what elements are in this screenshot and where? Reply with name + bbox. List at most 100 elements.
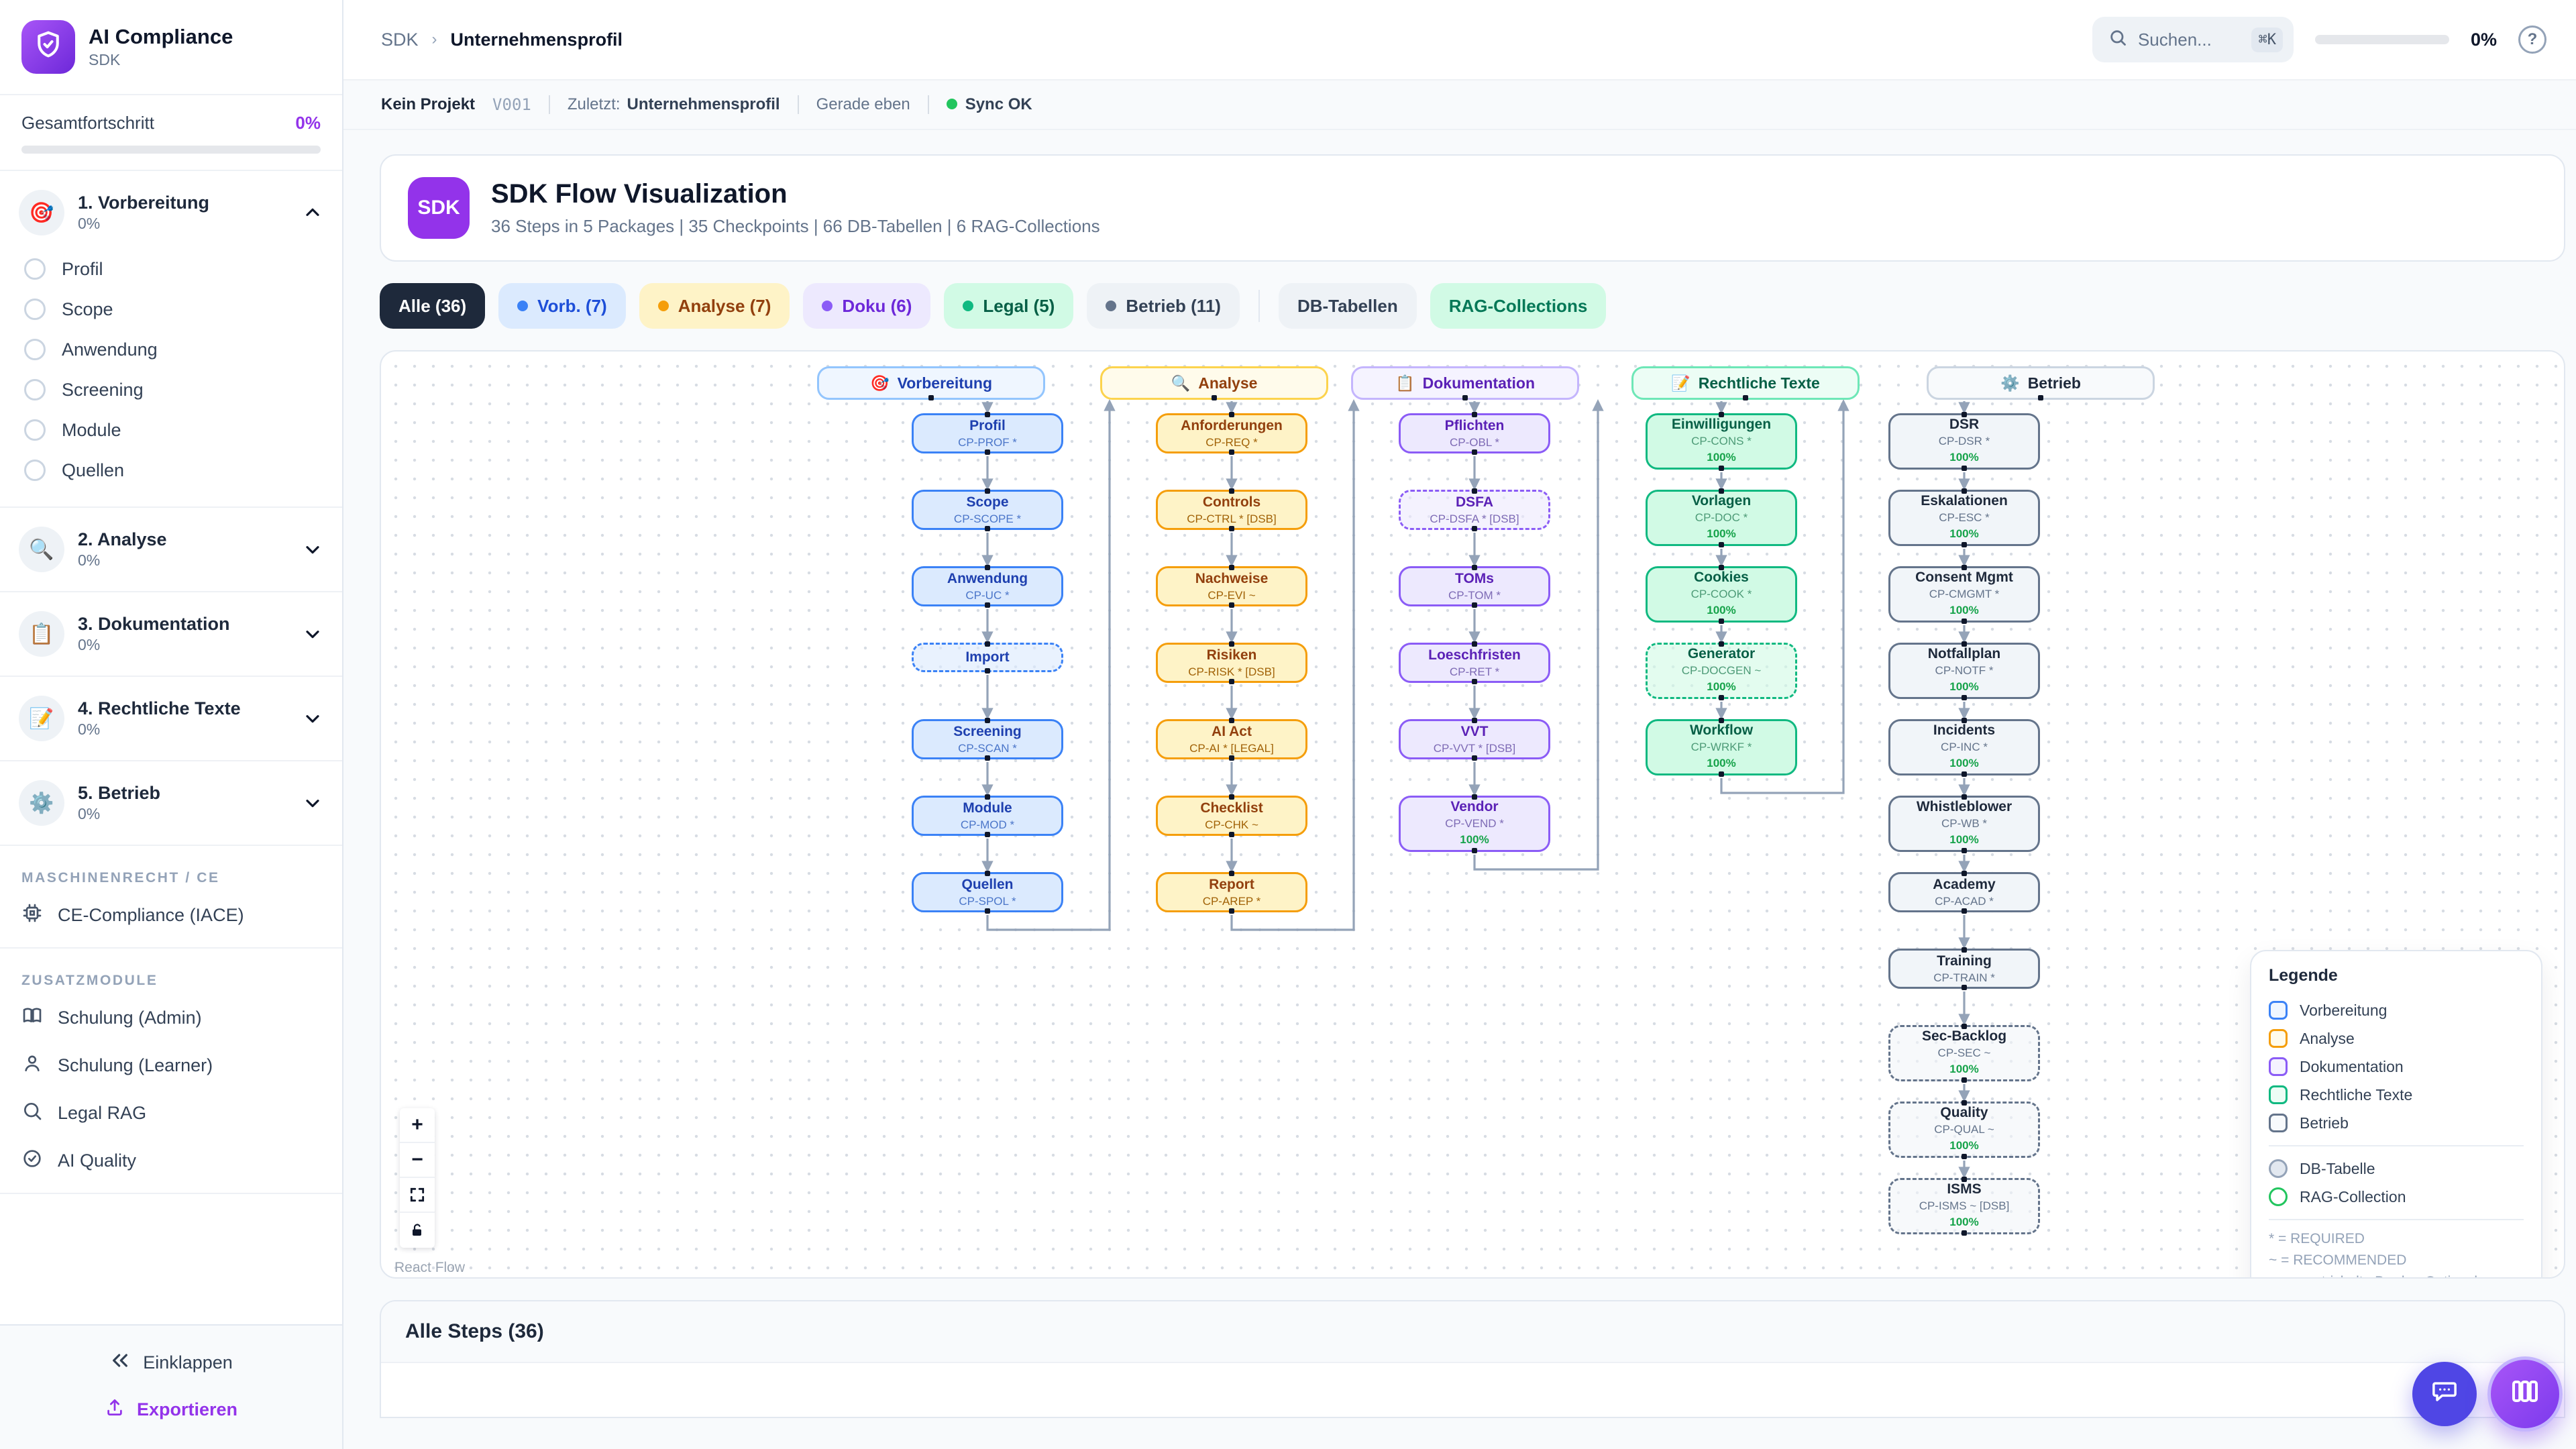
shield-check-icon xyxy=(34,30,63,64)
package-header-vorbereitung[interactable]: 🎯Vorbereitung xyxy=(817,366,1045,400)
overall-progress-track xyxy=(21,146,321,154)
sidebar-item-ai-quality[interactable]: AI Quality xyxy=(0,1137,342,1185)
sidebar-item-ce-compliance-iace-[interactable]: CE-Compliance (IACE) xyxy=(0,892,342,939)
chat-assistant-button[interactable] xyxy=(2412,1362,2477,1426)
node-title: Nachweise xyxy=(1195,570,1269,586)
package-header-legal[interactable]: 📝Rechtliche Texte xyxy=(1631,366,1860,400)
chevron-down-icon xyxy=(302,539,323,560)
sidebar-item-scope[interactable]: Scope xyxy=(0,289,342,329)
filter-db-tabellen[interactable]: DB-Tabellen xyxy=(1278,283,1417,329)
breadcrumb-root[interactable]: SDK xyxy=(381,29,419,50)
flow-node-import[interactable]: Import xyxy=(912,641,1063,674)
node-title: Einwilligungen xyxy=(1671,416,1772,432)
app-subtitle: SDK xyxy=(89,51,121,69)
node-code: CP-SCOPE * xyxy=(953,513,1022,526)
filter-betrieb-11-[interactable]: Betrieb (11) xyxy=(1087,283,1240,329)
sync-ok-dot xyxy=(946,99,957,109)
lock-toggle-button[interactable] xyxy=(400,1213,435,1248)
sidebar-item-label: Schulung (Learner) xyxy=(58,1055,213,1075)
filter-dot-icon xyxy=(1106,301,1117,311)
sidebar-item-screening[interactable]: Screening xyxy=(0,370,342,410)
chevron-down-icon xyxy=(302,792,323,814)
legend-item-vorbereitung: Vorbereitung xyxy=(2269,996,2524,1024)
package-header-dokumentation[interactable]: 📋Dokumentation xyxy=(1351,366,1579,400)
node-progress-value: 100% xyxy=(1707,680,1736,694)
fit-view-button[interactable] xyxy=(400,1178,435,1213)
package-header-betrieb[interactable]: ⚙️Betrieb xyxy=(1927,366,2155,400)
sidebar-item-schulung-learner-[interactable]: Schulung (Learner) xyxy=(0,1042,342,1089)
zoom-out-button[interactable]: − xyxy=(400,1143,435,1178)
collapse-sidebar-button[interactable]: Einklappen xyxy=(0,1339,342,1387)
sdk-badge: SDK xyxy=(408,177,470,239)
section-title: 3. Dokumentation xyxy=(78,614,230,634)
reactflow-attribution[interactable]: React Flow xyxy=(394,1260,466,1275)
filter-vorb-7-[interactable]: Vorb. (7) xyxy=(498,283,626,329)
sidebar-item-schulung-admin-[interactable]: Schulung (Admin) xyxy=(0,994,342,1042)
sidebar-item-profil[interactable]: Profil xyxy=(0,249,342,289)
kanban-view-button[interactable] xyxy=(2487,1356,2563,1432)
sidebar-item-anwendung[interactable]: Anwendung xyxy=(0,329,342,370)
filter-legal-5-[interactable]: Legal (5) xyxy=(944,283,1074,329)
package-header-analyse[interactable]: 🔍Analyse xyxy=(1100,366,1328,400)
help-icon[interactable]: ? xyxy=(2518,25,2546,54)
filter-doku-6-[interactable]: Doku (6) xyxy=(803,283,931,329)
section-progress: 0% xyxy=(78,720,101,738)
filter-analyse-7-[interactable]: Analyse (7) xyxy=(639,283,790,329)
export-button[interactable]: Exportieren xyxy=(0,1387,342,1433)
sidebar-item-quellen[interactable]: Quellen xyxy=(0,450,342,490)
filter-alle-36-[interactable]: Alle (36) xyxy=(380,283,486,329)
node-title: Scope xyxy=(966,494,1009,510)
sidebar-item-legal-rag[interactable]: Legal RAG xyxy=(0,1089,342,1137)
filter-rag-collections[interactable]: RAG-Collections xyxy=(1430,283,1607,329)
package-emoji-icon: 📋 xyxy=(1395,374,1415,392)
node-code: CP-RISK * [DSB] xyxy=(1188,665,1275,679)
sidebar-item-label: Screening xyxy=(62,379,144,400)
search-input[interactable]: Suchen... ⌘K xyxy=(2092,17,2294,62)
sidebar-item-module[interactable]: Module xyxy=(0,410,342,450)
zoom-in-button[interactable]: + xyxy=(400,1108,435,1143)
section-title: 5. Betrieb xyxy=(78,783,161,803)
